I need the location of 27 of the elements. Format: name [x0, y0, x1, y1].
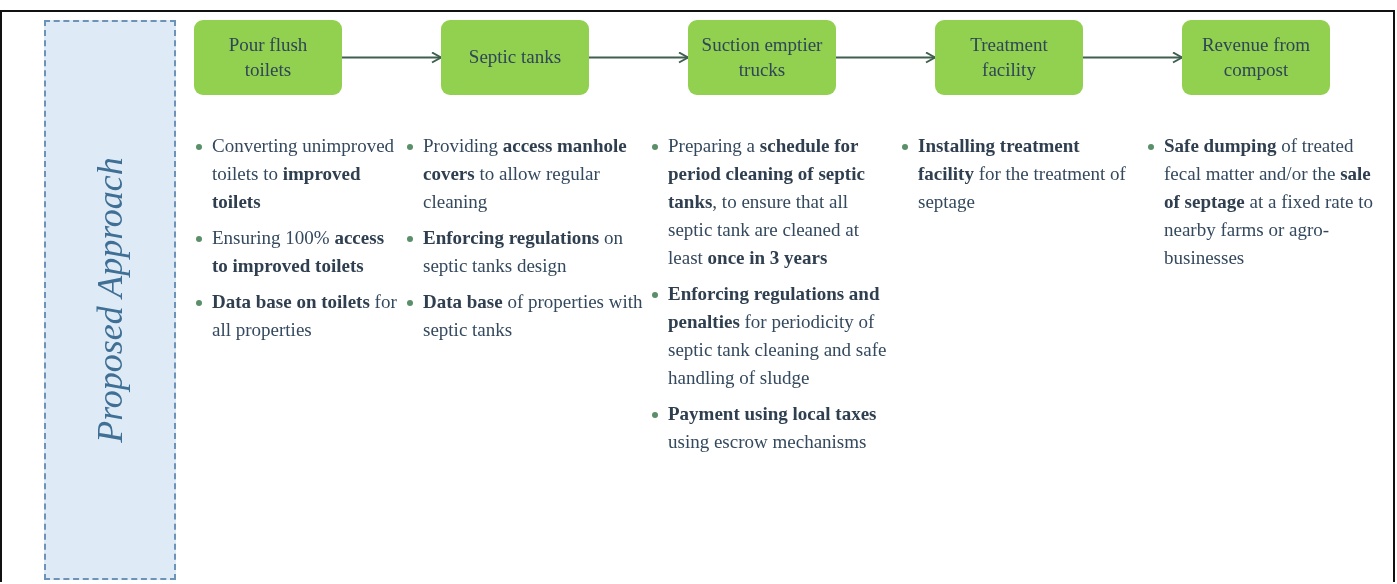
bullet-text: Data base of properties with septic tanks	[423, 290, 644, 342]
bullet-text: Safe dumping of treated fecal matter and/or the sale of septage at a fixed rate to nearby farms or agro-businesses	[1164, 134, 1374, 270]
step-label: Treatment facility	[969, 32, 1049, 82]
arrow	[835, 51, 936, 64]
step-label: Septic tanks	[468, 45, 562, 70]
process-box	[441, 20, 589, 95]
bullet-text: Preparing a schedule for period cleaning of septic tanks, to ensure that all septic tank are cleaned at least once in 3 years	[668, 134, 866, 270]
bullet-text: Converting unimproved toilets to improved toilets	[212, 134, 396, 214]
bullet-text: Ensuring 100% access to improved toilets	[212, 226, 386, 278]
step-label: Pour flush toilets	[227, 32, 309, 82]
arrow	[1082, 51, 1183, 64]
step-label: Suction emptier trucks	[700, 32, 824, 82]
bullet-text: Payment using local taxes using escrow mechanisms	[668, 402, 878, 454]
step-label: Revenue from compost	[1200, 32, 1312, 82]
process-box	[194, 20, 342, 95]
process-box	[935, 20, 1083, 95]
bullet-text: Providing access manhole covers to allow regular cleaning	[423, 134, 628, 214]
bullet-text: Data base on toilets for all properties	[212, 290, 398, 342]
bullet-text: Installing treatment facility for the treatment of septage	[918, 134, 1127, 214]
arrow	[588, 51, 689, 64]
bullet-text: Enforcing regulations on septic tanks design	[423, 226, 624, 278]
process-box	[1182, 20, 1330, 95]
band-title: Proposed Approach	[89, 157, 131, 443]
bullet-text: Enforcing regulations and penalties for periodicity of septic tank cleaning and safe handling of sludge	[668, 282, 888, 390]
arrow	[341, 51, 442, 64]
vertical-band	[44, 20, 176, 580]
process-box	[688, 20, 836, 95]
